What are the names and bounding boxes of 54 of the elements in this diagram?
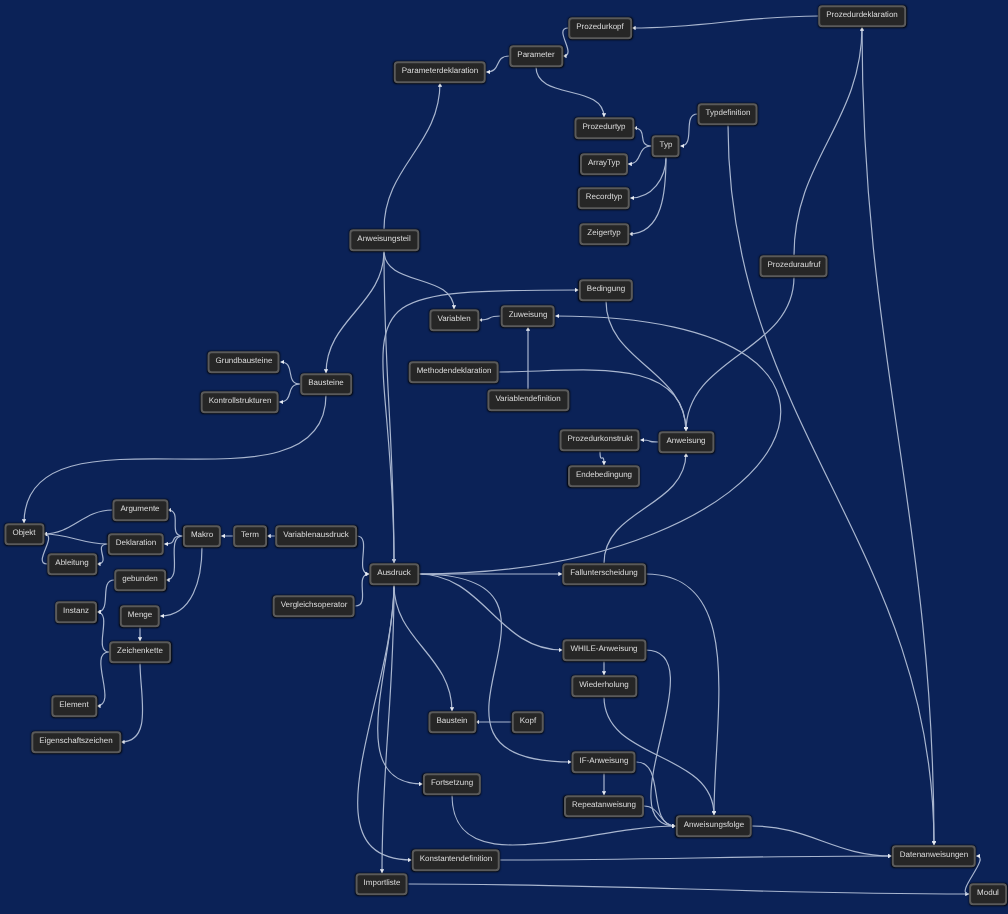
arrow [96, 543, 109, 566]
arrow [42, 532, 109, 545]
arrow [751, 825, 893, 858]
arrow [159, 546, 203, 618]
arrow [22, 394, 327, 524]
arrow [639, 437, 659, 443]
arrow [631, 15, 819, 31]
arrow [42, 509, 113, 536]
arrow [601, 772, 607, 796]
arrow [684, 276, 795, 432]
arrow [96, 610, 110, 653]
arrow [627, 145, 653, 166]
arrow [354, 572, 370, 607]
arrow [601, 660, 607, 676]
arrow [628, 156, 667, 236]
arrow [382, 287, 580, 564]
arrow [562, 27, 569, 58]
arrow [356, 535, 370, 576]
arrow [96, 651, 110, 708]
arrow [220, 533, 234, 539]
arrow [535, 66, 606, 118]
arrow [167, 508, 184, 537]
arrow [418, 573, 573, 764]
arrow [165, 535, 184, 582]
arrow [605, 300, 688, 432]
arrow [525, 326, 531, 390]
arrow [163, 535, 184, 546]
arrow [633, 126, 653, 147]
arrow [137, 626, 143, 642]
arrow [120, 662, 144, 744]
arrow [645, 573, 720, 816]
arrow [727, 124, 936, 846]
arrow [383, 250, 456, 310]
arrow [599, 450, 606, 466]
arrow [451, 794, 677, 846]
arrow [279, 360, 301, 385]
arrow [478, 315, 502, 322]
arrow [793, 26, 864, 256]
arrow [96, 579, 115, 614]
arrow [278, 383, 301, 404]
arrow [603, 452, 688, 564]
arrow [485, 55, 510, 74]
arrow [41, 532, 50, 565]
arrow [679, 113, 699, 148]
arrow [499, 853, 893, 861]
arrow [407, 883, 970, 897]
arrow [383, 82, 442, 230]
arrow [861, 26, 937, 846]
arrow [964, 854, 981, 895]
arrow [383, 250, 397, 564]
arrow [379, 584, 395, 874]
arrow [474, 719, 513, 725]
arrow [643, 805, 677, 828]
arrow [645, 649, 677, 828]
